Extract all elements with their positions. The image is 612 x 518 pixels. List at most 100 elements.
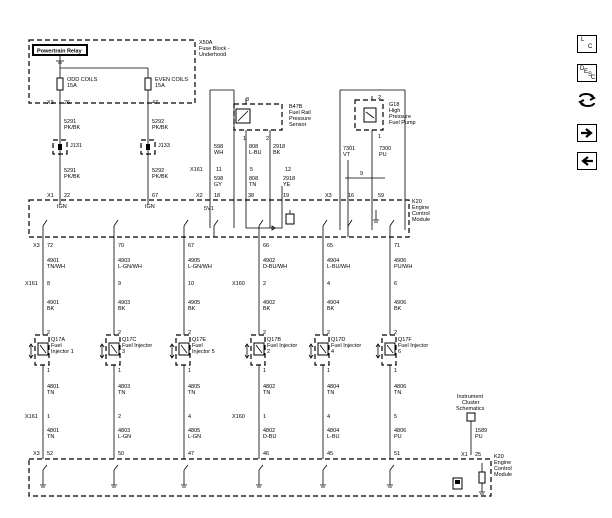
cluster-ref[interactable]: Schematics <box>456 406 485 412</box>
wire-color: L-BU <box>327 434 340 440</box>
injector-coil-line <box>180 344 188 354</box>
fuel-pump-outline <box>354 99 384 131</box>
arrow-icon <box>271 225 276 231</box>
splice-label: J131 <box>70 143 82 149</box>
next-page-button[interactable] <box>577 124 597 142</box>
description-button[interactable]: D E S C <box>577 64 597 82</box>
wire-color: WH <box>214 150 223 156</box>
pin-number: 22 <box>64 193 70 199</box>
ecm-id: K20 <box>494 454 504 460</box>
connector-label: X160 <box>232 414 245 420</box>
wire-color: TN <box>47 390 54 396</box>
pin-number: 38 <box>248 193 254 199</box>
component-locator-button[interactable]: L C <box>577 35 597 53</box>
circuit-number: 4901 <box>47 258 59 264</box>
sensor-arrow <box>237 110 249 122</box>
connector-label: X161 <box>190 167 203 173</box>
injector-id: Q17C <box>122 337 136 343</box>
previous-page-button[interactable] <box>577 152 597 170</box>
pin-number: 2 <box>188 330 191 336</box>
circuit-number: 5291 <box>64 168 76 174</box>
wire-color: GY <box>214 182 222 188</box>
circuit-number: 4905 <box>188 258 200 264</box>
return-button[interactable] <box>575 90 599 110</box>
pin-number: 4 <box>188 414 191 420</box>
pin-number: 47 <box>152 100 158 106</box>
pump-name: Pressure <box>389 114 411 120</box>
wire-color: BK <box>47 306 55 312</box>
injector-name: Fuel <box>51 343 62 349</box>
injector-arrow-icon <box>308 343 314 359</box>
fuse-icon <box>56 77 64 91</box>
ground-icon <box>256 464 264 488</box>
pump-control-wire <box>347 96 373 230</box>
wire-color: PU <box>475 434 483 440</box>
resistor-icon <box>285 213 295 225</box>
injector-coil-line <box>386 344 394 354</box>
wire-color: TN <box>249 182 256 188</box>
injector-outline <box>381 334 397 366</box>
ecm-name: Engine <box>412 205 429 211</box>
wire-color: TN <box>263 390 270 396</box>
wire-color: BK <box>188 306 196 312</box>
wire-color: L-GN <box>188 434 201 440</box>
ign-label: IGN <box>57 204 67 210</box>
pin-number: 1 <box>263 414 266 420</box>
pin-number: 5 <box>394 414 397 420</box>
connector-label: X1 <box>47 193 54 199</box>
connector-label: X3 <box>33 451 40 457</box>
pin-number: 66 <box>263 243 269 249</box>
circuit-number: 5291 <box>64 119 76 125</box>
injector-name: 3 <box>122 349 125 355</box>
connector-label: X161 <box>25 414 38 420</box>
return-arrows-icon <box>578 93 596 107</box>
injector-arrow-icon <box>28 343 34 359</box>
pin-number: 5 <box>250 167 253 173</box>
arrow-left-icon <box>581 156 593 166</box>
cluster-ref[interactable]: Instrument <box>457 394 483 400</box>
pin-number: 47 <box>188 451 194 457</box>
pin-number: 19 <box>283 193 289 199</box>
wire-color: L-GN/WH <box>118 264 142 270</box>
circuit-number: 4801 <box>47 428 59 434</box>
circuit-number: 4801 <box>47 384 59 390</box>
injector-name: Injector 5 <box>192 349 215 355</box>
cluster-ref[interactable]: Cluster <box>462 400 480 406</box>
pin-number: 67 <box>188 243 194 249</box>
ground-icon <box>320 464 328 488</box>
pump-pin: 1 <box>378 134 381 140</box>
connector-label: X3 <box>325 193 332 199</box>
sensor-name: Fuel Rail <box>289 110 311 116</box>
circuit-number: 4806 <box>394 428 406 434</box>
pump-coil-icon <box>365 111 375 119</box>
pin-number: 16 <box>348 193 354 199</box>
connector-label: X3 <box>33 243 40 249</box>
injector-name: 6 <box>398 349 401 355</box>
ecm-switch-icon <box>213 219 219 237</box>
injector-arrow-icon <box>99 343 105 359</box>
circuit-number: 1589 <box>475 428 487 434</box>
circuit-number: 4901 <box>47 300 59 306</box>
wire-color: BK <box>327 306 335 312</box>
pin-number: 70 <box>118 243 124 249</box>
circuit-number: 4803 <box>118 384 130 390</box>
circuit-number: 4904 <box>327 258 339 264</box>
wire-color: L-GN/WH <box>188 264 212 270</box>
injector-id: Q17E <box>192 337 206 343</box>
pin-number: 2 <box>47 330 50 336</box>
injector-outline <box>250 334 266 366</box>
injector-name: Injector 1 <box>51 349 74 355</box>
sensor-pin: 2 <box>266 136 269 142</box>
wire-color: PK/BK <box>64 174 81 180</box>
pump-pin: 2 <box>378 95 381 101</box>
injector-id: Q17A <box>51 337 65 343</box>
wire-color: PK/BK <box>152 125 169 131</box>
pump-outline-wire <box>339 89 406 230</box>
fuse-block-id: X50A <box>199 40 213 46</box>
circuit-number: 4804 <box>327 428 339 434</box>
circuit-number: 808 <box>249 176 258 182</box>
circuit-number: 4906 <box>394 300 406 306</box>
pin-number: 1 <box>188 368 191 374</box>
fuse-odd-rating: 15A <box>67 83 77 89</box>
